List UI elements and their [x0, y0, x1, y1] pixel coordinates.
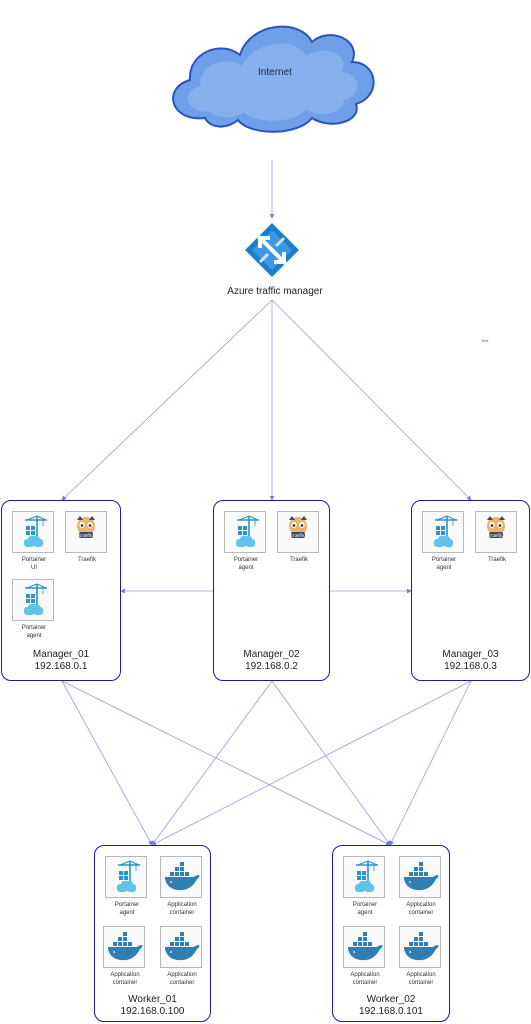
node-ip: 192.168.0.101: [359, 1006, 423, 1017]
traefik-tile: træfik Traefik: [277, 511, 319, 563]
portainer-icon: [117, 860, 140, 892]
portainer-icon: [355, 860, 378, 892]
azure-traffic-manager-label: Azure traffic manager: [227, 286, 323, 297]
portainer-icon: [24, 583, 47, 615]
node-name: Manager_03: [442, 649, 499, 660]
traefik-tile: træfik Traefik: [475, 511, 517, 563]
node-name: Worker_01: [128, 994, 177, 1005]
edge-azure-manager01: [61, 299, 273, 501]
tile-caption: Portainer agent: [352, 902, 378, 916]
edge-manager01-worker02: [61, 680, 391, 846]
worker-02-node[interactable]: Portainer agent Application container Ap…: [332, 845, 450, 1022]
portainer-ui-tile: Portainer UI: [12, 511, 54, 571]
tile-caption: Application container: [350, 972, 380, 986]
tile-caption: Portainer agent: [431, 557, 457, 571]
manager-02-node[interactable]: Portainer agent træfik Traefik Manager_0…: [213, 500, 330, 681]
traffic-manager-icon: [245, 223, 299, 277]
node-name: Worker_02: [366, 994, 416, 1005]
edge-manager03-worker01: [151, 680, 472, 846]
edge-manager01-worker01: [61, 680, 153, 846]
tile-caption: Application container: [406, 972, 436, 986]
traefik-icon: træfik: [289, 516, 307, 539]
internet-label: Internet: [258, 67, 292, 78]
application-container-tile: Application container: [103, 926, 145, 986]
docker-whale-icon: [348, 932, 383, 961]
tile-caption: Portainer agent: [114, 902, 140, 916]
application-container-tile: Application container: [160, 926, 202, 986]
traefik-tile: træfik Traefik: [65, 511, 107, 563]
stray-text: Text: [481, 338, 489, 343]
tile-caption: Portainer agent: [21, 625, 47, 639]
tile-caption: Portainer agent: [233, 557, 259, 571]
node-name: Manager_02: [243, 649, 300, 660]
node-ip: 192.168.0.2: [245, 661, 298, 672]
svg-text:træfik: træfik: [291, 533, 305, 539]
edge-azure-manager03: [271, 299, 472, 501]
manager-01-node[interactable]: Portainer UI træfik Traefik Portainer ag…: [1, 500, 121, 681]
docker-whale-icon: [165, 862, 200, 891]
traefik-icon: træfik: [487, 516, 505, 539]
edge-manager03-worker02: [389, 680, 472, 846]
node-name: Manager_01: [32, 649, 90, 660]
docker-whale-icon: [108, 932, 143, 961]
tile-caption: Application container: [167, 902, 197, 916]
tile-caption: Traefik: [77, 557, 97, 563]
portainer-icon: [434, 515, 457, 547]
node-ip: 192.168.0.1: [34, 661, 88, 672]
portainer-agent-tile: Portainer agent: [422, 511, 464, 571]
worker-01-node[interactable]: Portainer agent Application container Ap…: [94, 845, 211, 1022]
manager-03-node[interactable]: Portainer agent træfik Traefik Manager_0…: [411, 500, 530, 681]
traefik-icon: træfik: [77, 516, 95, 539]
edge-manager02-worker02: [271, 680, 391, 846]
svg-text:træfik: træfik: [489, 533, 503, 539]
application-container-tile: Application container: [399, 926, 441, 986]
tile-caption: Traefik: [289, 557, 309, 563]
docker-whale-icon: [404, 932, 439, 961]
application-container-tile: Application container: [343, 926, 385, 986]
svg-text:træfik: træfik: [79, 533, 93, 539]
edge-manager02-worker01: [151, 680, 273, 846]
tile-caption: Application container: [167, 972, 197, 986]
portainer-icon: [236, 515, 259, 547]
application-container-tile: Application container: [160, 856, 202, 916]
internet-cloud: [172, 25, 375, 133]
portainer-icon: [24, 515, 47, 547]
tile-caption: Application container: [406, 902, 436, 916]
docker-whale-icon: [404, 862, 439, 891]
portainer-agent-tile: Portainer agent: [12, 579, 54, 639]
node-ip: 192.168.0.100: [120, 1006, 185, 1017]
tile-caption: Traefik: [487, 557, 507, 563]
portainer-agent-tile: Portainer agent: [105, 856, 147, 916]
portainer-agent-tile: Portainer agent: [343, 856, 385, 916]
application-container-tile: Application container: [399, 856, 441, 916]
docker-whale-icon: [165, 932, 200, 961]
tile-caption: Application container: [110, 972, 140, 986]
node-ip: 192.168.0.3: [444, 661, 497, 672]
portainer-agent-tile: Portainer agent: [224, 511, 266, 571]
tile-caption: Portainer UI: [21, 557, 47, 571]
